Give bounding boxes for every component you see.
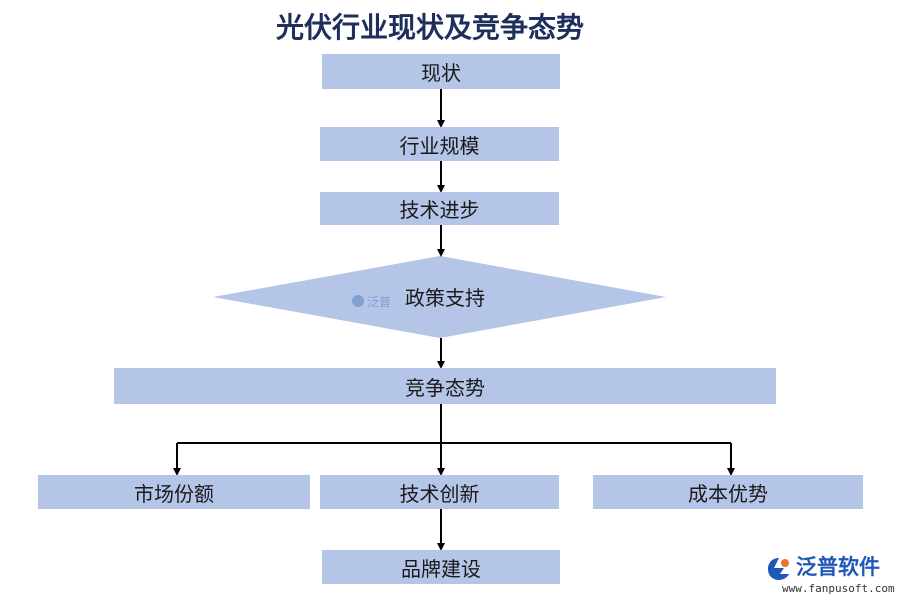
policy-diamond <box>213 256 666 338</box>
watermark-logo-icon <box>352 295 364 307</box>
fanpu-logo-icon <box>768 558 789 580</box>
brand-name: 泛普软件 <box>796 555 880 579</box>
brand-url: www.fanpusoft.com <box>782 582 895 595</box>
center-watermark: 泛普 <box>352 290 412 312</box>
center-watermark-text: 泛普 <box>367 294 392 309</box>
node-competition: 竞争态势 <box>114 368 776 404</box>
brand-logo: 泛普软件 www.fanpusoft.com <box>762 552 895 598</box>
node-tech-innovation: 技术创新 <box>320 475 559 509</box>
node-cost-advantage: 成本优势 <box>593 475 863 509</box>
node-market-share: 市场份额 <box>38 475 310 509</box>
node-policy-support: 政策支持 <box>405 285 485 310</box>
node-industry-scale: 行业规模 <box>320 127 559 161</box>
node-status: 现状 <box>322 54 560 89</box>
diagram-title: 光伏行业现状及竞争态势 <box>275 11 584 44</box>
node-brand-building: 品牌建设 <box>322 550 560 584</box>
node-tech-progress: 技术进步 <box>320 192 559 225</box>
